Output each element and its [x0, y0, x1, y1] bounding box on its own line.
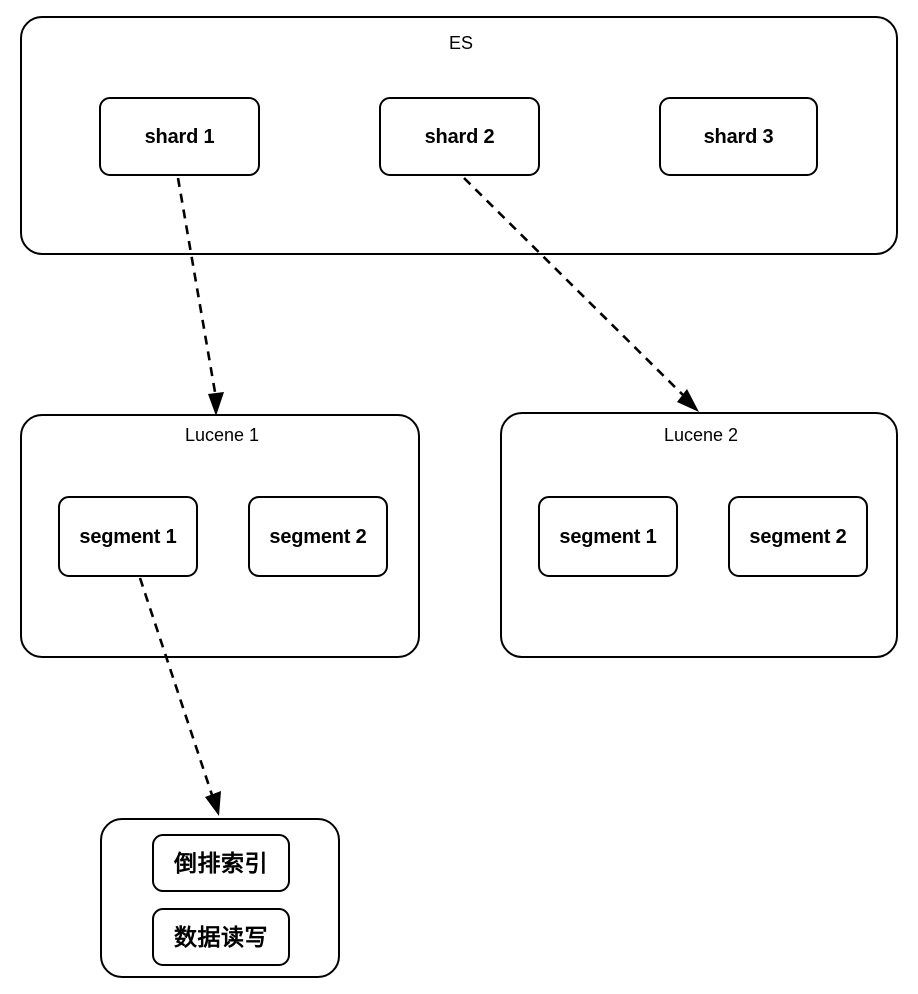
shard-1-box[interactable]: shard 1: [99, 97, 260, 176]
lucene-2-segment-2-label: segment 2: [749, 525, 847, 548]
shard-2-box[interactable]: shard 2: [379, 97, 540, 176]
lucene-2-segment-1-label: segment 1: [559, 525, 657, 548]
shard-3-box[interactable]: shard 3: [659, 97, 818, 176]
data-read-write-label: 数据读写: [174, 923, 268, 950]
lucene-2-container-title: Lucene 2: [663, 425, 739, 445]
shard-2-label: shard 2: [424, 125, 495, 148]
lucene-1-segment-2-label: segment 2: [269, 525, 367, 548]
lucene-1-segment-2-box[interactable]: segment 2: [248, 496, 388, 577]
es-container-title: ES: [448, 33, 474, 53]
lucene-1-segment-1-box[interactable]: segment 1: [58, 496, 198, 577]
lucene-2-segment-1-box[interactable]: segment 1: [538, 496, 678, 577]
lucene-1-segment-1-label: segment 1: [79, 525, 177, 548]
lucene-1-container-title: Lucene 1: [184, 425, 260, 445]
data-read-write-box[interactable]: 数据读写: [152, 908, 290, 966]
lucene-2-segment-2-box[interactable]: segment 2: [728, 496, 868, 577]
shard-1-label: shard 1: [144, 125, 215, 148]
inverted-index-box[interactable]: 倒排索引: [152, 834, 290, 892]
shard-3-label: shard 3: [703, 125, 774, 148]
inverted-index-label: 倒排索引: [174, 849, 268, 876]
